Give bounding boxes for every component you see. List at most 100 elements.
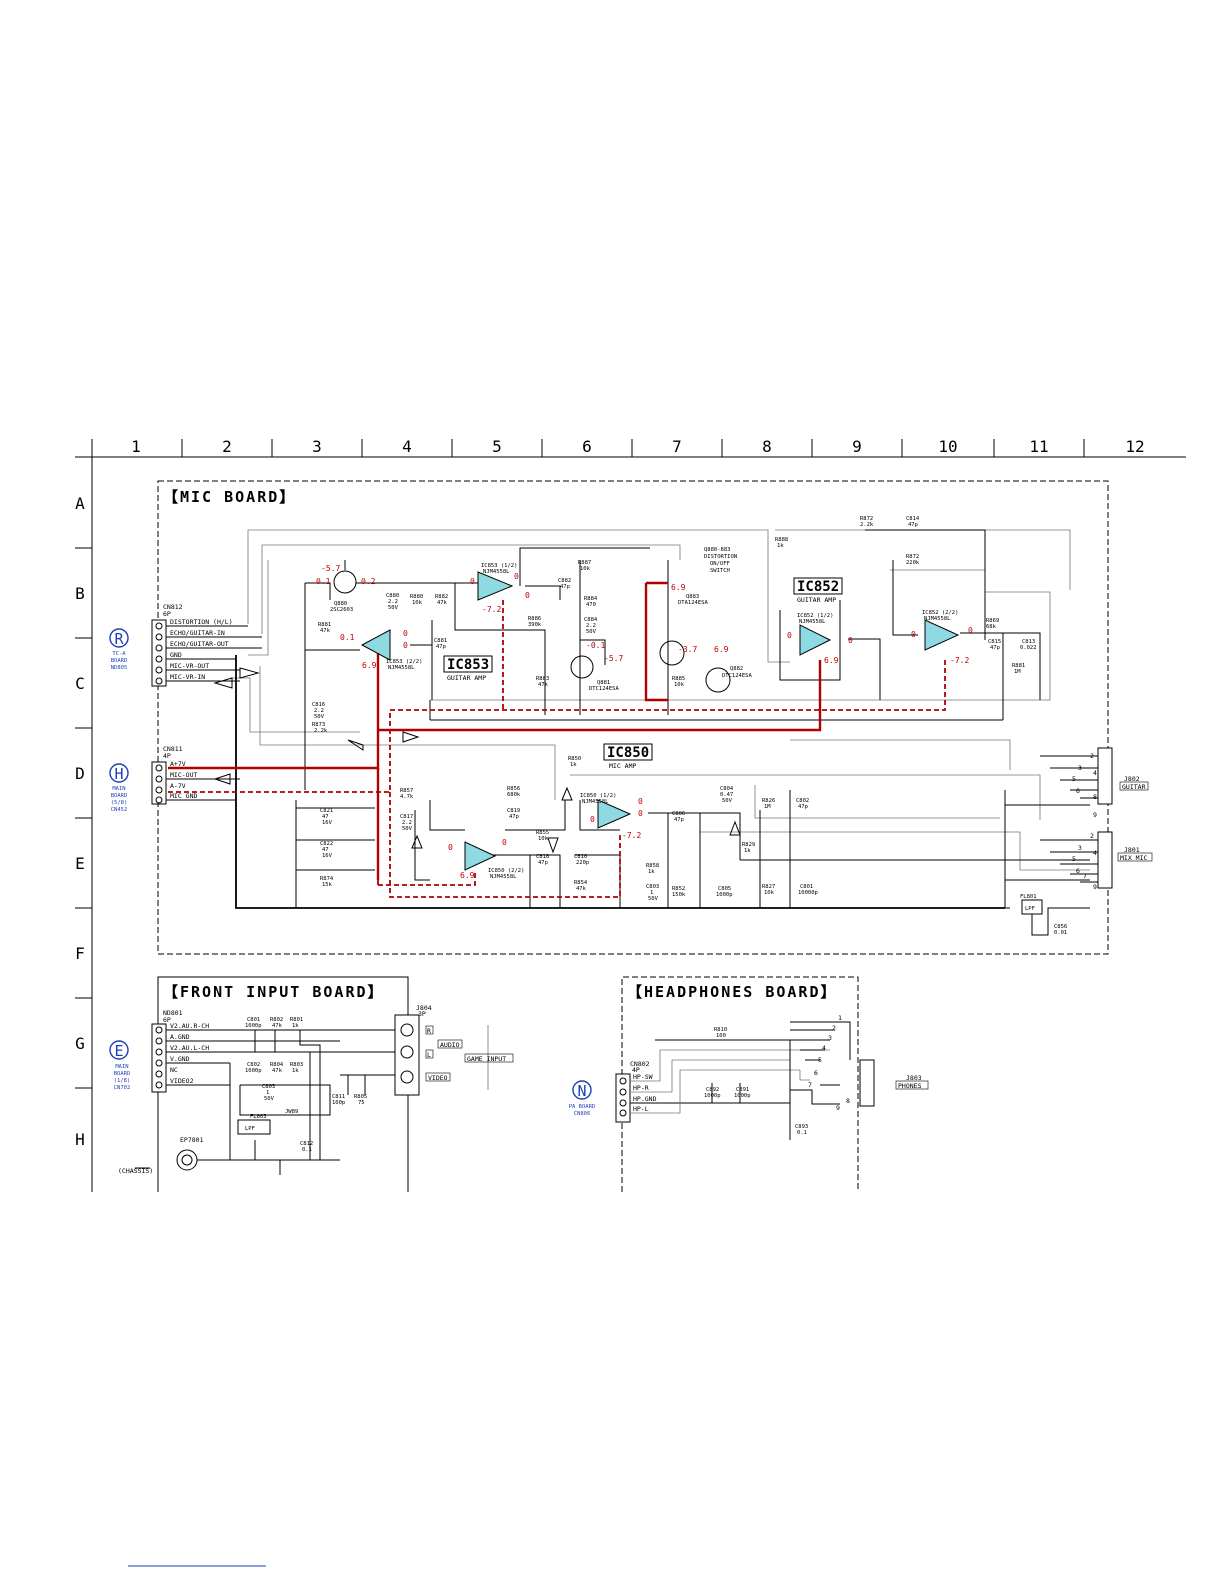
svg-text:R804: R804 bbox=[270, 1062, 284, 1068]
svg-text:R887: R887 bbox=[578, 560, 591, 566]
svg-text:NJM4558L: NJM4558L bbox=[924, 616, 951, 622]
svg-text:7: 7 bbox=[808, 1081, 812, 1089]
cn811-pin: A-7V bbox=[170, 782, 186, 790]
cn811-label: CN811 bbox=[163, 745, 183, 753]
svg-text:47k: 47k bbox=[538, 682, 549, 688]
svg-text:R829: R829 bbox=[742, 842, 755, 848]
svg-text:R826: R826 bbox=[762, 798, 775, 804]
connector-e-icon bbox=[109, 1040, 129, 1060]
svg-text:C801: C801 bbox=[247, 1017, 260, 1023]
svg-text:47p: 47p bbox=[509, 814, 519, 820]
svg-text:16V: 16V bbox=[322, 820, 333, 826]
svg-text:R801: R801 bbox=[290, 1017, 303, 1023]
row-label: A bbox=[75, 494, 85, 513]
svg-text:R872: R872 bbox=[906, 554, 919, 560]
row-label: D bbox=[75, 764, 85, 783]
svg-text:9: 9 bbox=[1093, 883, 1097, 891]
nd801-pin: VIDEO2 bbox=[170, 1077, 194, 1085]
ic852-sub: GUITAR AMP bbox=[797, 596, 836, 604]
svg-text:4P: 4P bbox=[632, 1066, 640, 1074]
svg-text:1000p: 1000p bbox=[716, 892, 733, 898]
svg-text:IC850 (2/2): IC850 (2/2) bbox=[488, 868, 524, 874]
grid-frame bbox=[75, 439, 1186, 1192]
svg-text:C813: C813 bbox=[1022, 639, 1035, 645]
nd801-pin: V2.AU.L-CH bbox=[170, 1044, 209, 1052]
svg-text:8: 8 bbox=[846, 1097, 850, 1105]
svg-text:6.9: 6.9 bbox=[671, 583, 686, 592]
svg-text:SWITCH: SWITCH bbox=[710, 568, 730, 574]
svg-text:R888: R888 bbox=[775, 537, 788, 543]
svg-text:C802: C802 bbox=[247, 1062, 260, 1068]
svg-text:2: 2 bbox=[1090, 752, 1094, 760]
jack-j801: 2 3 4 5 6 7 9 J801 MIX MIC bbox=[1040, 831, 1153, 891]
svg-text:220k: 220k bbox=[906, 560, 920, 566]
svg-text:PA BOARD: PA BOARD bbox=[569, 1104, 596, 1110]
nd801-pin: V.GND bbox=[170, 1055, 190, 1063]
svg-text:0.1: 0.1 bbox=[797, 1130, 807, 1136]
connector-n-letter: N bbox=[577, 1082, 586, 1100]
col-label: 1 bbox=[131, 437, 141, 456]
cn802-pin: HP.GND bbox=[633, 1095, 657, 1103]
svg-text:680k: 680k bbox=[507, 792, 521, 798]
svg-text:6: 6 bbox=[1076, 787, 1080, 795]
col-label: 8 bbox=[762, 437, 772, 456]
svg-text:0.1: 0.1 bbox=[302, 1147, 312, 1153]
svg-text:0.01: 0.01 bbox=[1054, 930, 1067, 936]
svg-text:6.9: 6.9 bbox=[824, 656, 839, 665]
svg-text:LPF: LPF bbox=[245, 1126, 255, 1132]
svg-text:7: 7 bbox=[1083, 872, 1087, 880]
svg-text:6P: 6P bbox=[163, 610, 171, 618]
cn812-pin: DISTORTION (H/L) bbox=[170, 618, 233, 626]
svg-text:0: 0 bbox=[525, 591, 530, 600]
svg-text:IC853 (2/2): IC853 (2/2) bbox=[386, 659, 422, 665]
col-label: 4 bbox=[402, 437, 412, 456]
jack-l-icon bbox=[400, 1045, 414, 1059]
row-label: E bbox=[75, 854, 85, 873]
svg-text:C803: C803 bbox=[262, 1084, 275, 1090]
svg-text:47p: 47p bbox=[436, 644, 446, 650]
svg-text:1k: 1k bbox=[744, 848, 751, 854]
svg-text:6: 6 bbox=[814, 1069, 818, 1077]
svg-text:1000p: 1000p bbox=[245, 1023, 262, 1029]
q882-transistor bbox=[705, 667, 731, 693]
svg-text:C891: C891 bbox=[736, 1087, 749, 1093]
svg-text:0: 0 bbox=[470, 577, 475, 586]
svg-text:47p: 47p bbox=[990, 645, 1000, 651]
svg-text:R805: R805 bbox=[354, 1094, 367, 1100]
svg-text:C811: C811 bbox=[332, 1094, 345, 1100]
svg-text:BOARD: BOARD bbox=[111, 658, 128, 664]
jack-r-icon bbox=[400, 1023, 414, 1037]
svg-text:CN702: CN702 bbox=[114, 1085, 131, 1091]
headphones-board: 【HEADPHONES BOARD】 CN802 4P HP-SW HP-R H… bbox=[569, 976, 929, 1192]
svg-text:C821: C821 bbox=[320, 808, 333, 814]
svg-text:R855: R855 bbox=[536, 830, 549, 836]
svg-text:390k: 390k bbox=[528, 622, 542, 628]
svg-text:LPF: LPF bbox=[1025, 906, 1035, 912]
svg-text:2.2k: 2.2k bbox=[860, 522, 874, 528]
svg-text:6.9: 6.9 bbox=[460, 871, 475, 880]
svg-text:5: 5 bbox=[1072, 855, 1076, 863]
svg-text:6: 6 bbox=[1076, 867, 1080, 875]
row-label: G bbox=[75, 1034, 85, 1053]
svg-text:C810: C810 bbox=[574, 854, 587, 860]
col-label: 3 bbox=[312, 437, 322, 456]
svg-text:R872: R872 bbox=[860, 516, 873, 522]
svg-text:IC852 (1/2): IC852 (1/2) bbox=[797, 613, 833, 619]
ic853-opamp-b bbox=[360, 629, 391, 661]
svg-text:2.2: 2.2 bbox=[314, 708, 324, 714]
j802-label: J802 bbox=[1124, 775, 1140, 783]
q880-transistor bbox=[333, 570, 357, 594]
front-input-board: 【FRONT INPUT BOARD】 ND801 6P V2.AU.R-CH … bbox=[109, 976, 514, 1192]
q881-transistor bbox=[570, 655, 594, 679]
svg-text:2SC2603: 2SC2603 bbox=[330, 607, 353, 613]
svg-text:1: 1 bbox=[838, 1014, 842, 1022]
headphones-board-title: 【HEADPHONES BOARD】 bbox=[627, 983, 838, 1001]
svg-text:0: 0 bbox=[968, 626, 973, 635]
cn812-pin: MIC-VR-IN bbox=[170, 673, 205, 681]
svg-text:0: 0 bbox=[638, 797, 643, 806]
svg-text:FL803: FL803 bbox=[250, 1114, 267, 1120]
col-label: 10 bbox=[938, 437, 957, 456]
svg-text:47k: 47k bbox=[437, 600, 448, 606]
svg-text:10k: 10k bbox=[580, 566, 591, 572]
svg-text:(5/8): (5/8) bbox=[111, 800, 128, 806]
